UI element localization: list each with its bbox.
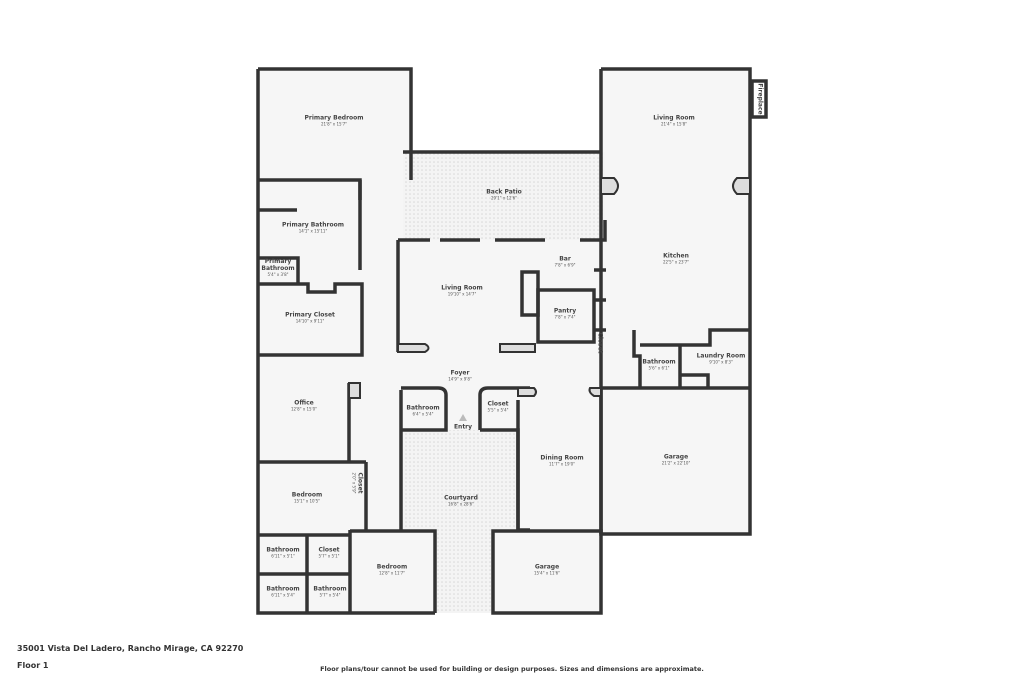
courtyard-walk (436, 530, 492, 613)
property-address: 35001 Vista Del Ladero, Rancho Mirage, C… (17, 644, 244, 653)
disclaimer: Floor plans/tour cannot be used for buil… (320, 665, 704, 673)
entry-arrow-icon (459, 414, 467, 421)
pillars (348, 177, 751, 399)
room-label: Fireplace (756, 83, 764, 115)
courtyard-area (401, 430, 518, 530)
back-patio-area (403, 152, 605, 240)
room-label: Closet (596, 332, 604, 354)
floor-label: Floor 1 (17, 661, 49, 670)
walls (256, 67, 768, 615)
room-label: Entry (453, 423, 473, 431)
